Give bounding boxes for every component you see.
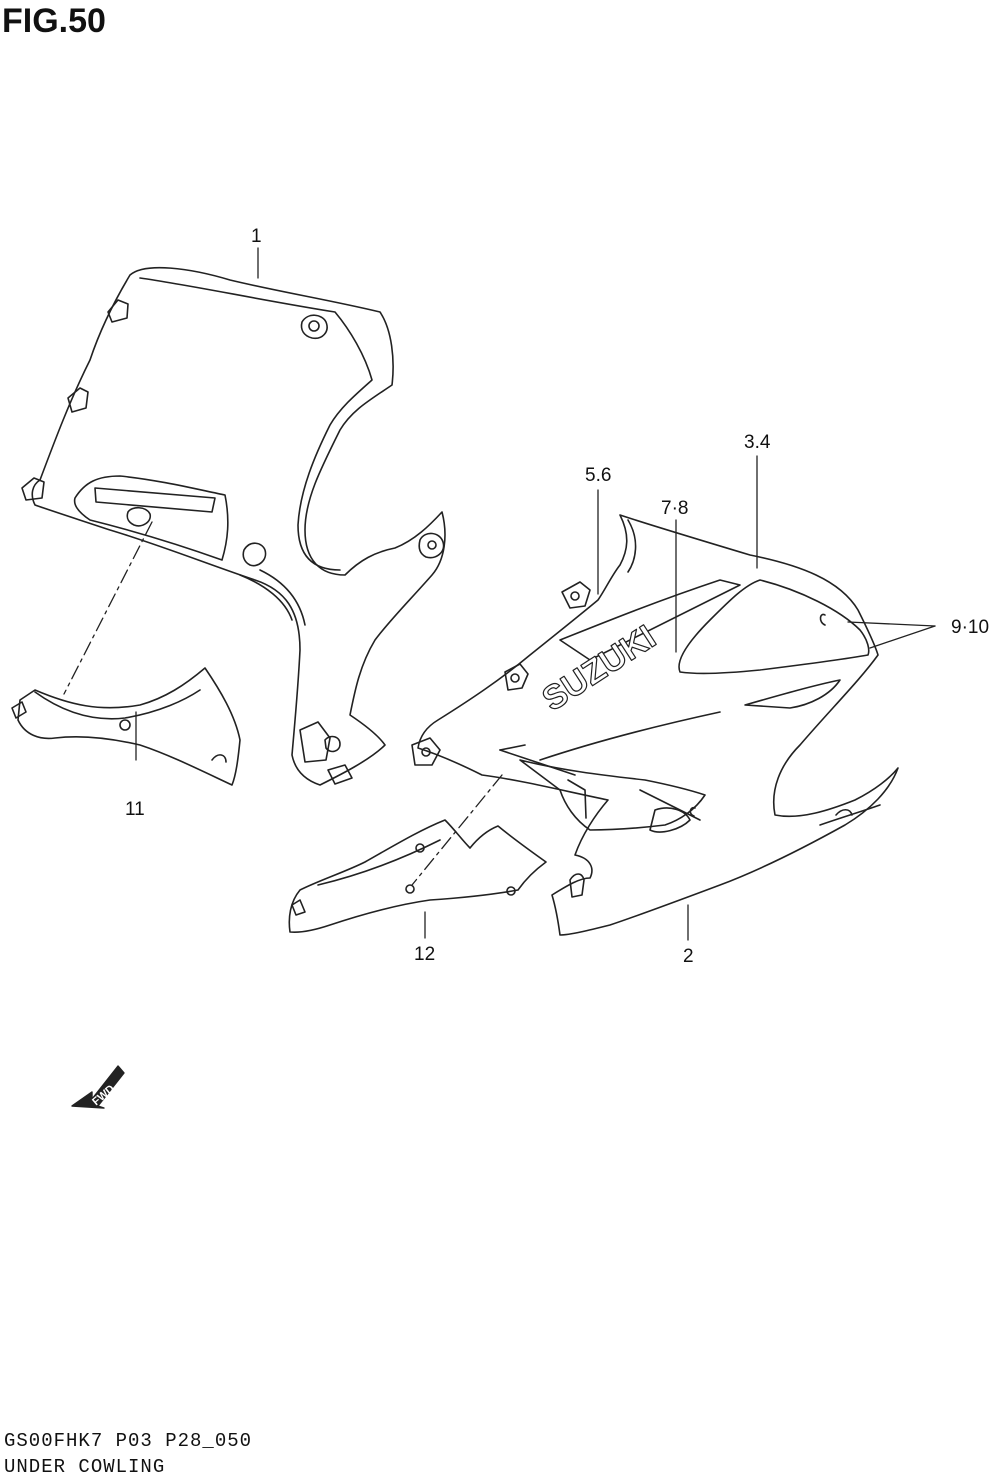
footer-code: GS00FHK7 P03 P28_050 xyxy=(4,1430,253,1452)
callout-5-6: 5.6 xyxy=(585,465,611,486)
callout-11: 11 xyxy=(125,799,145,820)
fwd-arrow-icon xyxy=(71,1065,125,1109)
suzuki-logo: SUZUKI xyxy=(536,618,663,719)
callout-7-8: 7·8 xyxy=(661,498,688,519)
leader-lines xyxy=(63,247,936,941)
callout-12: 12 xyxy=(414,944,435,965)
part-1-inner-cowling xyxy=(21,266,446,786)
figure-title: FIG.50 xyxy=(2,2,106,40)
callout-3-4: 3.4 xyxy=(744,432,771,453)
callout-1: 1 xyxy=(251,226,262,247)
part-11-bracket xyxy=(11,667,241,786)
callout-2: 2 xyxy=(683,946,694,967)
footer-name: UNDER COWLING xyxy=(4,1456,166,1478)
part-2-outer-cowling xyxy=(411,514,899,936)
callout-9-10: 9·10 xyxy=(951,617,989,638)
part-12-bracket xyxy=(288,819,547,933)
